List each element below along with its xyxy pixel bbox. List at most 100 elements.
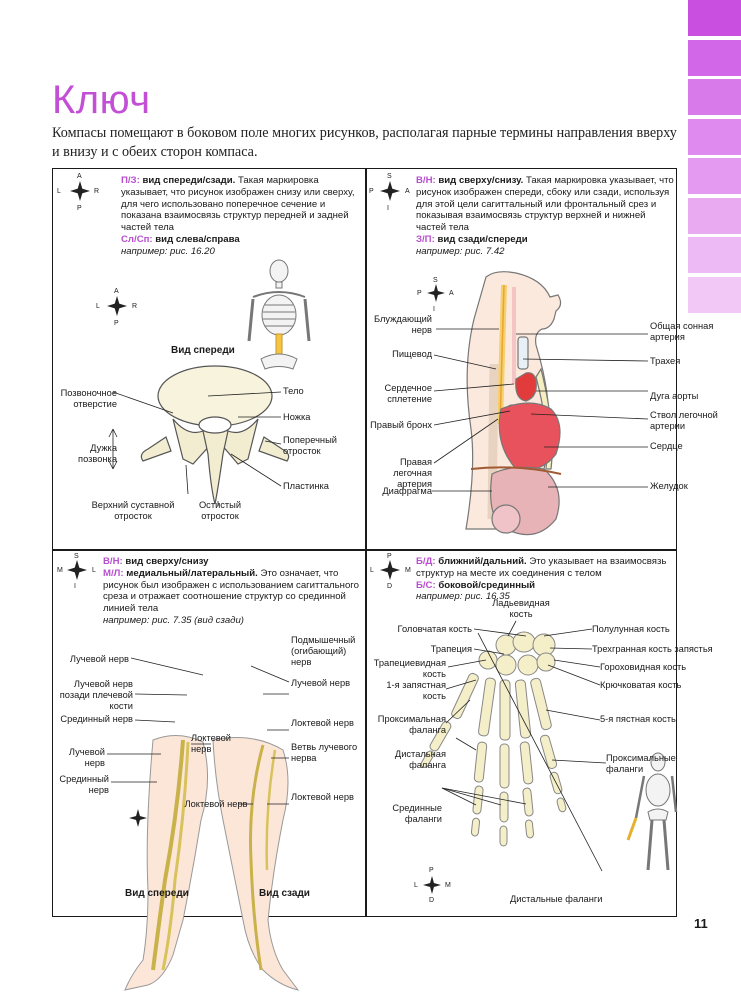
label-pulmonary-trunk: Ствол легочной артерии [650, 410, 718, 432]
label-ulnar-nerve: Локтевой нерв [184, 799, 248, 809]
label-radial-nerve: Лучевой нерв [68, 747, 105, 769]
label-hamate: Крючковатая кость [600, 680, 682, 690]
label-superior-articular-process: Верхний суставной отросток [91, 500, 175, 522]
example-reference: например: рис. 16.35 [416, 591, 510, 603]
compass-label: R [132, 303, 138, 310]
label-right-bronchus: Правый бронх [370, 420, 432, 430]
compass-label: P [417, 290, 422, 297]
grid-divider-horizontal [53, 549, 676, 551]
compass-icon [107, 296, 127, 316]
compass-icon [70, 181, 90, 201]
label-triquetrum: Трехгранная кость запястья [592, 644, 713, 654]
label-distal-phalanx: Дистальная фаланга [394, 749, 446, 771]
label-vertebral-body: Тело [283, 386, 304, 396]
label-radial-nerve-branch: Ветвь лучевого нерва [291, 742, 358, 764]
label-diaphragm: Диафрагма [382, 486, 432, 496]
compass-label: I [433, 306, 435, 313]
label-lamina: Пластинка [283, 481, 329, 491]
skeleton-thumbnail [626, 752, 678, 871]
panel1-caption: П/З: вид спереди/сзади. Такая маркировка… [121, 175, 359, 258]
panel4-caption: Б/Д: ближний/дальний. Это указывает на в… [416, 556, 674, 603]
section-tab [688, 158, 741, 194]
term-code: М/Л: [103, 567, 124, 579]
label-cardiac-plexus: Сердечное сплетение [384, 383, 432, 405]
compass-label: A [77, 173, 82, 180]
skeleton-thumbnail [247, 259, 311, 370]
compass-label: A [405, 188, 410, 195]
view-label-back: Вид сзади [259, 888, 310, 899]
label-distal-phalanges: Дистальные фаланги [510, 894, 603, 904]
compass-label: I [74, 583, 76, 590]
leader-lines [107, 657, 290, 805]
panel-medial-lateral: В/Н: вид сверху/снизу М/Л: медиальный/ла… [53, 550, 365, 991]
label-radial-nerve: Лучевой нерв [69, 654, 129, 664]
compass-label: A [114, 288, 119, 295]
compass-icon [67, 560, 87, 580]
label-stomach: Желудок [650, 481, 688, 491]
term-description: Такая маркировка указывает, что рисунок … [416, 175, 674, 234]
label-proximal-phalanges: Проксимальные фаланги [606, 753, 676, 775]
compass-label: R [94, 188, 100, 195]
label-first-carpal: 1-я запястная кость [386, 680, 446, 702]
label-pisiform: Гороховидная кость [600, 662, 687, 672]
term-description: Такая маркировка указывает, что рисунок … [121, 175, 355, 234]
compass-label: L [414, 882, 418, 889]
term-name: вид сверху/снизу. [438, 175, 524, 186]
compass-label: S [433, 277, 438, 284]
panel-grid: П/З: вид спереди/сзади. Такая маркировка… [52, 168, 718, 991]
panel-superior-inferior: В/Н: вид сверху/снизу. Такая маркировка … [366, 169, 718, 549]
label-fifth-metacarpal: 5-я пястная кость [600, 714, 676, 724]
label-radial-nerve-behind-humerus: Лучевой нерв позади плечевой кости [59, 679, 133, 712]
label-trapezium: Трапециевидная кость [373, 658, 446, 680]
panel-proximal-distal: Б/Д: ближний/дальний. Это указывает на в… [366, 550, 713, 918]
term-code: В/Н: [416, 175, 436, 186]
label-pedicle: Ножка [283, 412, 311, 422]
label-middle-phalanges: Срединные фаланги [392, 803, 442, 825]
front-arm-illustration [124, 735, 209, 991]
label-trapezoid: Трапеция [430, 644, 472, 654]
section-tab [688, 118, 741, 155]
back-arm-illustration [212, 737, 300, 991]
term-code: Б/Д: [416, 556, 436, 567]
term-description: Это означает, что рисунок был изображен … [103, 567, 359, 615]
term-code: П/З: [121, 175, 140, 186]
compass-label: M [445, 882, 451, 889]
section-tab [688, 237, 741, 273]
example-reference: например: рис. 7.42 [416, 245, 505, 257]
panel4-art [380, 560, 678, 894]
compass-label: M [405, 567, 411, 574]
vertebra-illustration [140, 365, 290, 505]
panel2-art [380, 181, 649, 536]
label-vagus-nerve: Блуждающий нерв [374, 314, 432, 336]
label-lunate: Полулунная кость [592, 624, 670, 634]
example-reference: например: рис. 7.35 (вид сзади) [103, 614, 244, 626]
term-name: вид сверху/снизу [125, 556, 209, 567]
compass-icon [380, 181, 400, 201]
label-aortic-arch: Дуга аорты [650, 391, 699, 401]
compass-label: D [387, 583, 393, 590]
compass-label: P [77, 205, 82, 212]
label-ulnar-nerve: Локтевой нерв [191, 733, 231, 755]
term-code: Б/С: [416, 579, 436, 591]
label-vertebral-foramen: Позвоночное отверстие [60, 388, 117, 410]
leader-lines [441, 620, 607, 872]
panel3-art [67, 560, 300, 991]
label-axillary-nerve: Подмышечный (огибающий) нерв [291, 635, 356, 668]
page-number: 11 [694, 916, 708, 931]
label-esophagus: Пищевод [392, 349, 432, 359]
section-tab [688, 0, 741, 36]
section-tab [688, 79, 741, 115]
term-description: Это указывает на взаимосвязь структур на… [416, 556, 667, 579]
term-name: ближний/дальний. [438, 556, 527, 567]
intro-paragraph: Компасы помещают в боковом поле многих р… [52, 125, 677, 160]
label-capitate: Головчатая кость [397, 624, 472, 634]
grid-divider-vertical [365, 169, 367, 916]
compass-label: P [387, 553, 392, 560]
section-tab [688, 197, 741, 234]
label-ulnar-nerve: Локтевой нерв [291, 792, 354, 802]
panel-anterior-posterior: П/З: вид спереди/сзади. Такая маркировка… [53, 169, 365, 549]
label-vertebral-arch: Дужка позвонка [78, 443, 117, 465]
compass-label: L [370, 567, 374, 574]
compass-label: A [449, 290, 454, 297]
torso-illustration [465, 271, 562, 536]
